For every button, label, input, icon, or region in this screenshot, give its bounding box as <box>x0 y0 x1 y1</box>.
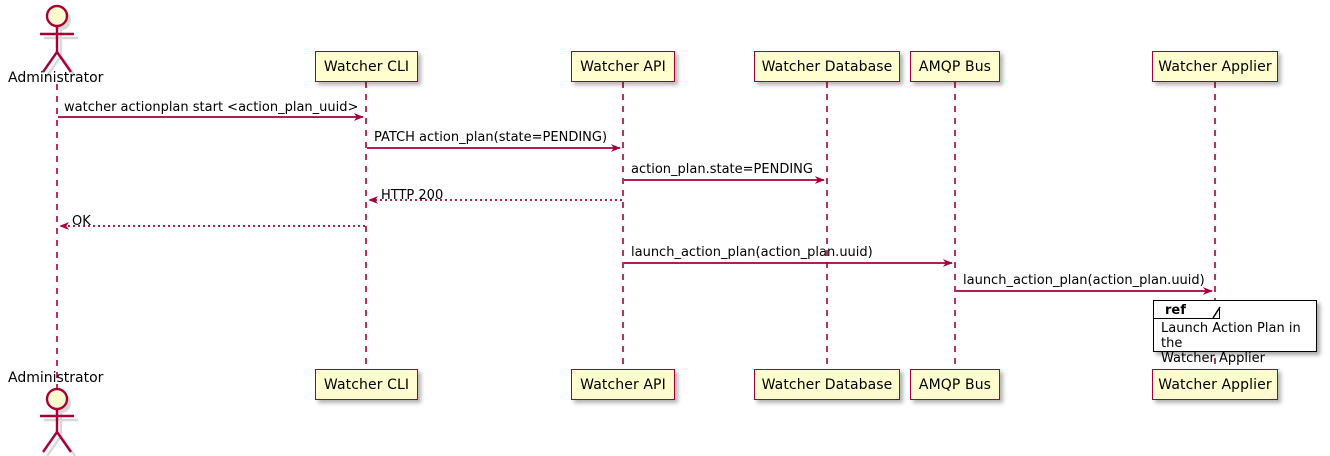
actor-label-administrator-top: Administrator <box>8 70 104 86</box>
participant-label: Watcher API <box>580 376 666 393</box>
participant-box-watcher-applier-top[interactable]: Watcher Applier <box>1152 51 1278 82</box>
participant-box-watcher-api-top[interactable]: Watcher API <box>571 51 675 82</box>
participant-label: Watcher Applier <box>1158 376 1272 393</box>
participant-box-watcher-api-bottom[interactable]: Watcher API <box>571 369 675 400</box>
participant-box-watcher-cli-bottom[interactable]: Watcher CLI <box>315 369 418 400</box>
lifelines <box>56 82 1216 388</box>
message-label-7: launch_action_plan(action_plan.uuid) <box>963 273 1205 288</box>
ref-frame-tab <box>1154 301 1220 319</box>
participant-box-watcher-applier-bottom[interactable]: Watcher Applier <box>1152 369 1278 400</box>
message-label-5: OK <box>72 214 91 229</box>
participant-box-amqp-bus-bottom[interactable]: AMQP Bus <box>910 369 1000 400</box>
message-label-2: PATCH action_plan(state=PENDING) <box>374 130 608 145</box>
participant-label: AMQP Bus <box>918 58 992 75</box>
participant-label: Watcher CLI <box>323 376 410 393</box>
participant-label: Watcher Database <box>761 376 893 393</box>
message-label-6: launch_action_plan(action_plan.uuid) <box>631 245 873 260</box>
participant-label: Watcher API <box>580 58 666 75</box>
participant-label: Watcher Database <box>761 58 893 75</box>
participant-label: Watcher CLI <box>323 58 410 75</box>
actor-label-administrator-bottom: Administrator <box>8 370 104 386</box>
actor-figure-top <box>40 4 78 77</box>
ref-frame-keyword: ref <box>1165 303 1186 318</box>
ref-frame-tab-corner <box>1206 301 1221 319</box>
message-label-1: watcher actionplan start <action_plan_uu… <box>64 100 359 115</box>
actor-figure-bottom <box>40 387 78 456</box>
ref-frame-text-line-1: Launch Action Plan in the <box>1161 321 1301 351</box>
participant-box-watcher-cli-top[interactable]: Watcher CLI <box>315 51 418 82</box>
message-label-4: HTTP 200 <box>381 188 444 203</box>
participant-box-amqp-bus-top[interactable]: AMQP Bus <box>910 51 1000 82</box>
participant-label: Watcher Applier <box>1158 58 1272 75</box>
message-arrows <box>58 113 1213 295</box>
participant-label: AMQP Bus <box>918 376 992 393</box>
ref-frame-text-line-2: Watcher Applier <box>1161 351 1265 366</box>
message-label-3: action_plan.state=PENDING <box>631 162 813 177</box>
participant-box-watcher-database-top[interactable]: Watcher Database <box>754 51 900 82</box>
participant-box-watcher-database-bottom[interactable]: Watcher Database <box>754 369 900 400</box>
ref-frame-text: Launch Action Plan in the Watcher Applie… <box>1161 321 1313 366</box>
ref-frame[interactable]: ref Launch Action Plan in the Watcher Ap… <box>1153 300 1317 366</box>
